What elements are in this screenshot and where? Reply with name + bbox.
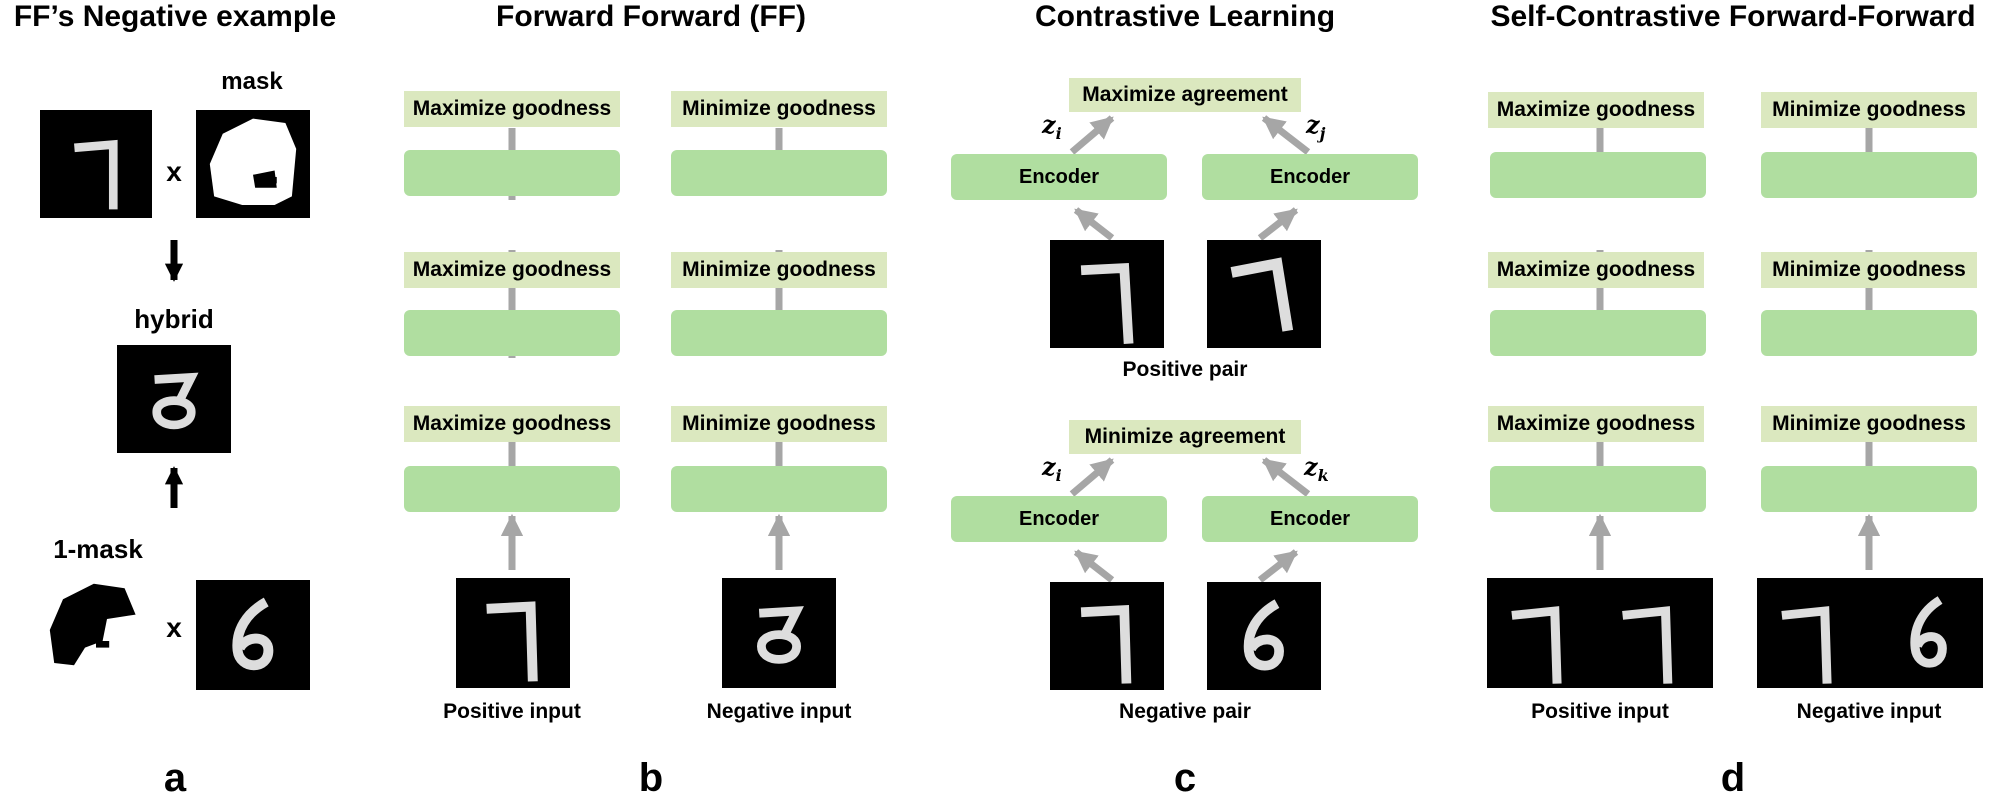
inverse-mask-label: 1-mask xyxy=(53,534,143,564)
times-sign-2: x xyxy=(166,612,182,643)
hybrid-label: hybrid xyxy=(134,304,214,334)
b-pos-layer-2 xyxy=(404,310,620,356)
arrow-c-top-enc2 xyxy=(1261,115,1311,155)
hybrid-digit-image xyxy=(117,345,231,453)
c-z-j-top: zj xyxy=(1306,110,1326,143)
c-z-i-bottom: zi xyxy=(1042,452,1062,485)
d-pos-layer-3 xyxy=(1490,152,1706,198)
c-encoder-top-right: Encoder xyxy=(1202,154,1418,200)
arrow-c-bot-enc1 xyxy=(1069,457,1115,497)
c-max-agreement: Maximize agreement xyxy=(1069,78,1301,112)
d-neg-layer-2 xyxy=(1761,310,1977,356)
panel-b-title: Forward Forward (FF) xyxy=(496,0,806,33)
b-negative-input-image xyxy=(722,578,836,688)
inverse-mask-image xyxy=(40,575,152,685)
arrow-c-top-enc1 xyxy=(1069,115,1115,155)
d-positive-input-image xyxy=(1487,578,1713,688)
c-z-i-top: zi xyxy=(1042,110,1062,143)
d-neg-layer-3 xyxy=(1761,152,1977,198)
d-negative-caption: Negative input xyxy=(1796,700,1942,723)
mask-label: mask xyxy=(221,68,283,95)
arrow-c-bot-enc2 xyxy=(1261,457,1311,497)
c-negative-pair-image-1 xyxy=(1050,582,1164,690)
arrow-c-top-img2 xyxy=(1257,207,1299,241)
b-neg-layer-2 xyxy=(671,310,887,356)
panel-d-title: Self-Contrastive Forward-Forward xyxy=(1490,0,1976,33)
b-neg-layer-1 xyxy=(671,466,887,512)
c-encoder-bottom-right: Encoder xyxy=(1202,496,1418,542)
digit-seven-image xyxy=(40,110,152,218)
c-positive-pair-image-2 xyxy=(1207,240,1321,348)
b-pos-layer-1 xyxy=(404,466,620,512)
panel-b-letter: b xyxy=(638,756,664,800)
b-positive-caption: Positive input xyxy=(443,700,581,723)
c-encoder-bottom-left: Encoder xyxy=(951,496,1167,542)
digit-six-image xyxy=(196,580,310,690)
b-neg-goal-2: Minimize goodness xyxy=(671,252,887,288)
panel-a-title: FF’s Negative example xyxy=(13,0,337,33)
panel-c-title: Contrastive Learning xyxy=(1034,0,1336,33)
b-neg-goal-3: Minimize goodness xyxy=(671,91,887,127)
arrow-c-top-img1 xyxy=(1073,207,1115,241)
panel-c-letter: c xyxy=(1173,756,1197,800)
d-pos-layer-1 xyxy=(1490,466,1706,512)
d-neg-goal-2: Minimize goodness xyxy=(1761,252,1977,288)
d-pos-goal-1: Maximize goodness xyxy=(1488,406,1704,442)
d-neg-layer-1 xyxy=(1761,466,1977,512)
b-neg-goal-1: Minimize goodness xyxy=(671,406,887,442)
d-pos-layer-2 xyxy=(1490,310,1706,356)
times-sign: x xyxy=(166,156,182,187)
b-negative-caption: Negative input xyxy=(706,700,852,723)
b-pos-goal-3: Maximize goodness xyxy=(404,91,620,127)
b-neg-layer-3 xyxy=(671,150,887,196)
d-positive-caption: Positive input xyxy=(1531,700,1669,723)
panel-a-letter: a xyxy=(163,756,187,800)
arrow-c-bot-img2 xyxy=(1257,549,1299,583)
c-min-agreement: Minimize agreement xyxy=(1069,420,1301,454)
arrow-c-bot-img1 xyxy=(1073,549,1115,583)
c-positive-pair-image-1 xyxy=(1050,240,1164,348)
c-negative-pair-image-2 xyxy=(1207,582,1321,690)
c-z-k-bottom: zk xyxy=(1304,452,1329,485)
c-positive-pair-caption: Positive pair xyxy=(1122,358,1248,381)
b-pos-goal-2: Maximize goodness xyxy=(404,252,620,288)
mask-image xyxy=(196,110,310,218)
b-pos-goal-1: Maximize goodness xyxy=(404,406,620,442)
panel-d-letter: d xyxy=(1720,756,1746,800)
d-pos-goal-3: Maximize goodness xyxy=(1488,92,1704,128)
d-neg-goal-3: Minimize goodness xyxy=(1761,92,1977,128)
b-positive-input-image xyxy=(456,578,570,688)
c-negative-pair-caption: Negative pair xyxy=(1119,700,1251,723)
d-negative-input-image xyxy=(1757,578,1983,688)
d-neg-goal-1: Minimize goodness xyxy=(1761,406,1977,442)
d-pos-goal-2: Maximize goodness xyxy=(1488,252,1704,288)
b-pos-layer-3 xyxy=(404,150,620,196)
c-encoder-top-left: Encoder xyxy=(951,154,1167,200)
